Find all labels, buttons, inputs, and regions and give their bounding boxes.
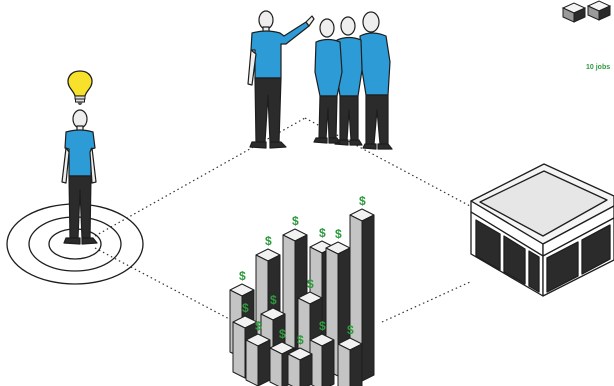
store-roof-inner — [479, 170, 608, 237]
bar-face — [321, 339, 335, 386]
bar-face — [337, 343, 351, 386]
dollar-sign-icon: $ — [297, 333, 304, 347]
bar-face — [361, 214, 375, 382]
bar-face — [287, 353, 301, 386]
dollar-sign-icon: $ — [255, 319, 262, 333]
dollar-sign-icon: $ — [239, 269, 246, 283]
cube-cluster — [561, 0, 612, 23]
store-door — [528, 250, 540, 293]
dollar-sign-icon: $ — [307, 277, 314, 291]
connection-line — [94, 247, 236, 323]
connection-lines — [94, 117, 471, 323]
presenter-person — [247, 10, 315, 149]
person-with-idea — [61, 109, 98, 245]
bar-face — [269, 347, 283, 386]
dollar-sign-icon: $ — [335, 227, 342, 241]
bar-face — [232, 321, 246, 379]
dollar-sign-icon: $ — [319, 319, 326, 333]
bar-face — [245, 339, 259, 386]
listener-group — [313, 11, 393, 150]
dollar-sign-icon: $ — [319, 226, 326, 240]
dollar-sign-icon: $ — [279, 327, 286, 341]
bar-face — [257, 339, 271, 386]
dollar-sign-icon: $ — [270, 293, 277, 307]
dollar-sign-icon: $ — [265, 234, 272, 248]
bar-city — [229, 208, 375, 386]
dollar-signs: $ $ $ $ $ $ $ $ $ $ $ $ $ $ — [239, 194, 366, 347]
dollar-sign-icon: $ — [242, 301, 249, 315]
bar-face — [349, 343, 363, 386]
store-window — [546, 241, 579, 293]
bar-face — [299, 353, 313, 386]
lightbulb-icon — [67, 70, 93, 105]
connection-line — [381, 281, 471, 323]
dollar-sign-icon: $ — [347, 323, 354, 337]
dollar-sign-icon: $ — [292, 214, 299, 228]
jobs-label: 10 jobs — [586, 64, 611, 71]
store-window — [475, 219, 501, 271]
store-building — [470, 163, 614, 297]
store-window — [581, 224, 611, 275]
store-window — [503, 235, 526, 285]
dollar-sign-icon: $ — [359, 194, 366, 208]
